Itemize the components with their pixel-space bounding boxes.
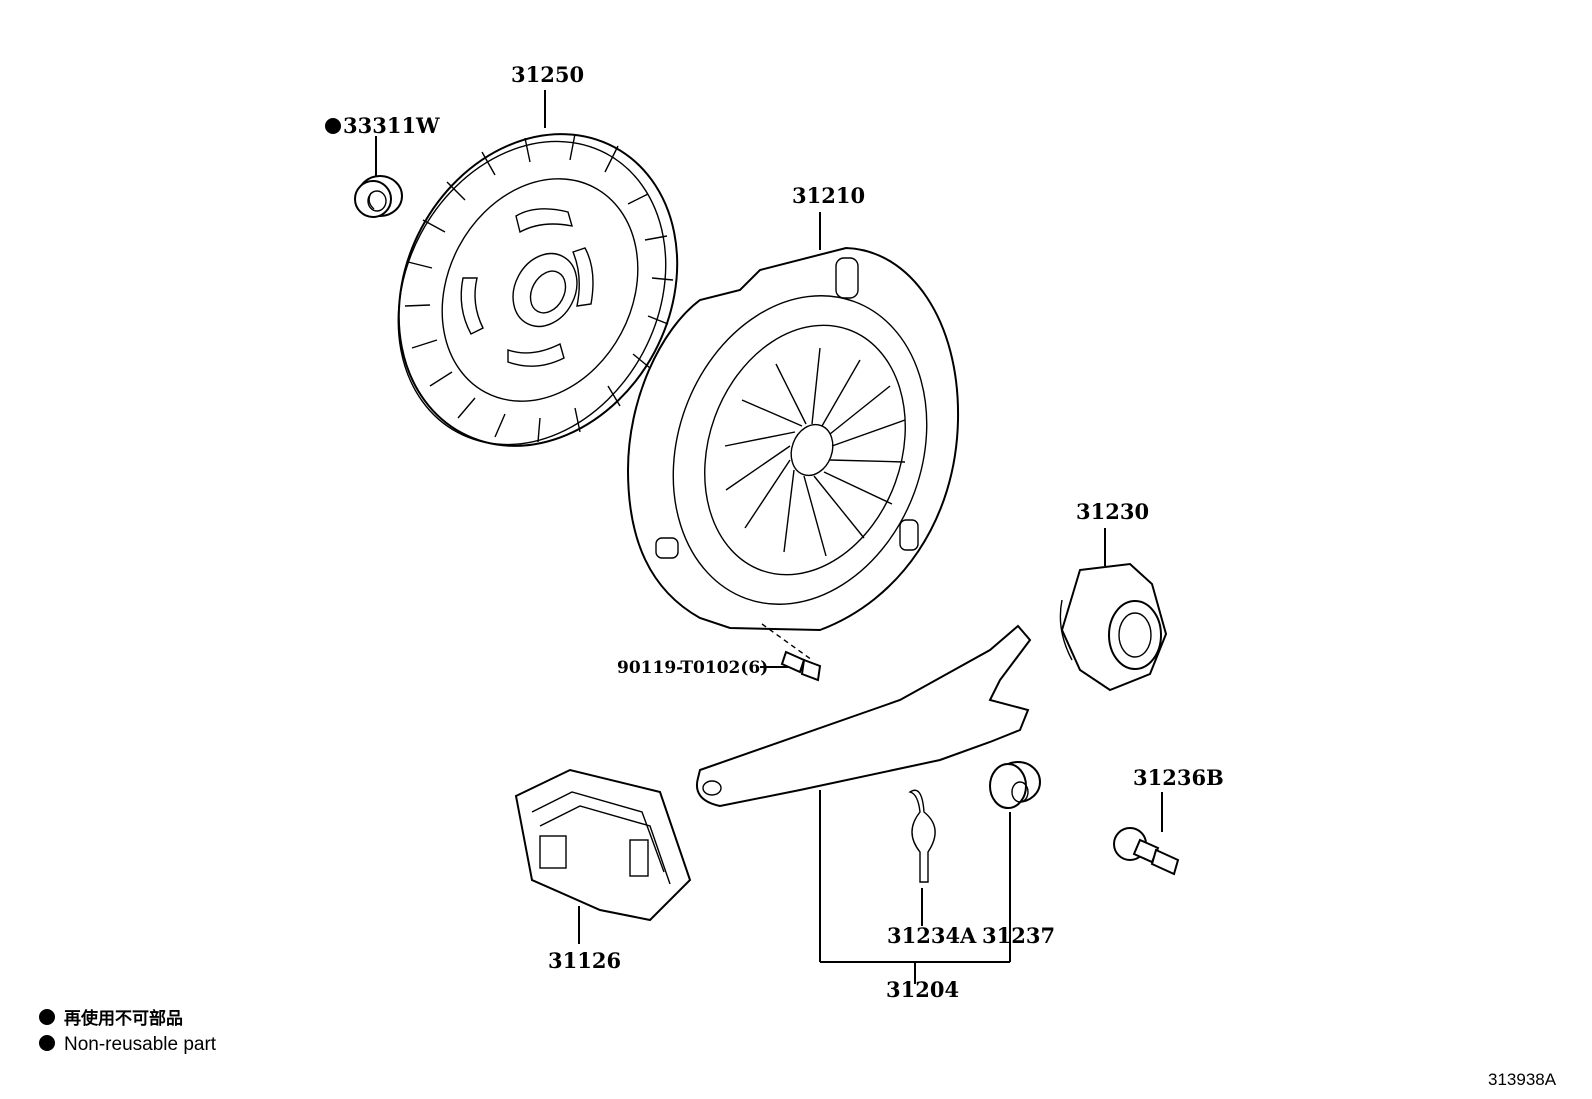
clutch-cover[interactable] <box>626 212 969 661</box>
label-31210[interactable]: 31210 <box>792 183 865 208</box>
release-bearing[interactable] <box>1059 528 1168 692</box>
label-31237[interactable]: 31237 <box>982 923 1055 948</box>
cover-bolt[interactable] <box>760 650 822 682</box>
legend-marker-icon <box>39 1009 55 1025</box>
figure-reference: 313938A <box>1488 1070 1557 1089</box>
ball-stud[interactable] <box>1113 792 1180 876</box>
legend: 再使用不可部品 Non-reusable part <box>39 1008 217 1055</box>
label-33311w[interactable]: 33311W <box>343 113 440 138</box>
clutch-disc[interactable] <box>345 85 730 495</box>
non-reusable-marker-icon <box>325 118 341 134</box>
label-31230[interactable]: 31230 <box>1076 499 1149 524</box>
fork-pivot[interactable] <box>989 761 1041 962</box>
legend-japanese: 再使用不可部品 <box>64 1008 183 1029</box>
release-fork-boot[interactable] <box>514 768 692 944</box>
label-31204[interactable]: 31204 <box>886 977 959 1002</box>
label-31234a[interactable]: 31234A <box>887 923 977 948</box>
release-fork[interactable] <box>696 624 1032 984</box>
pilot-bearing[interactable] <box>354 136 403 218</box>
label-31250[interactable]: 31250 <box>511 62 584 87</box>
fork-clip[interactable] <box>908 789 936 926</box>
label-90119[interactable]: 90119-T0102(6) <box>617 658 768 678</box>
legend-marker-icon <box>39 1035 55 1051</box>
legend-english: Non-reusable part <box>64 1034 217 1055</box>
label-31236b[interactable]: 31236B <box>1133 765 1224 790</box>
label-31126[interactable]: 31126 <box>548 948 621 973</box>
